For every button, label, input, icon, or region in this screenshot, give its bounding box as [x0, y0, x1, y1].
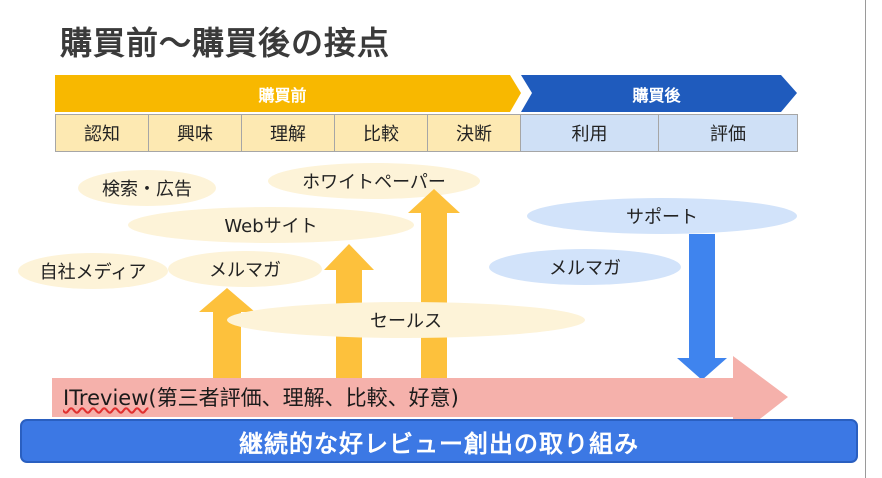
stage-decision: 決断 [427, 114, 521, 152]
phase-label-post: 購買後 [632, 85, 681, 105]
post-purchase-chevron [521, 75, 797, 112]
stage-interest: 興味 [148, 114, 242, 152]
itreview-description: (第三者評価、理解、比較、好意) [148, 386, 459, 410]
stage-comparison: 比較 [334, 114, 428, 152]
touchpoint-sales: セールス [227, 302, 585, 338]
touchpoint-search-ads: 検索・広告 [78, 170, 216, 206]
stage-evaluation: 評価 [658, 114, 798, 152]
phase-label-pre: 購買前 [258, 85, 307, 105]
stage-understanding: 理解 [241, 114, 335, 152]
stage-usage: 利用 [520, 114, 659, 152]
down-arrow-support [677, 234, 727, 380]
touchpoint-mail-magazine-post: メルマガ [489, 249, 681, 285]
pre-purchase-chevron [55, 75, 521, 112]
divider-line [865, 0, 866, 478]
touchpoint-owned-media: 自社メディア [18, 253, 168, 289]
itreview-label: ITreview(第三者評価、理解、比較、好意) [63, 382, 459, 412]
touchpoint-mail-magazine-pre: メルマガ [168, 251, 322, 287]
page-title: 購買前〜購買後の接点 [60, 24, 391, 62]
touchpoint-website: Webサイト [128, 207, 414, 243]
touchpoint-support: サポート [527, 198, 797, 234]
itreview-name: ITreview [63, 386, 149, 410]
touchpoint-white-paper: ホワイトペーパー [268, 163, 480, 199]
bottom-banner: 継続的な好レビュー創出の取り組み [20, 419, 858, 463]
itreview-arrow [52, 356, 788, 440]
up-arrow-interest [199, 288, 255, 380]
